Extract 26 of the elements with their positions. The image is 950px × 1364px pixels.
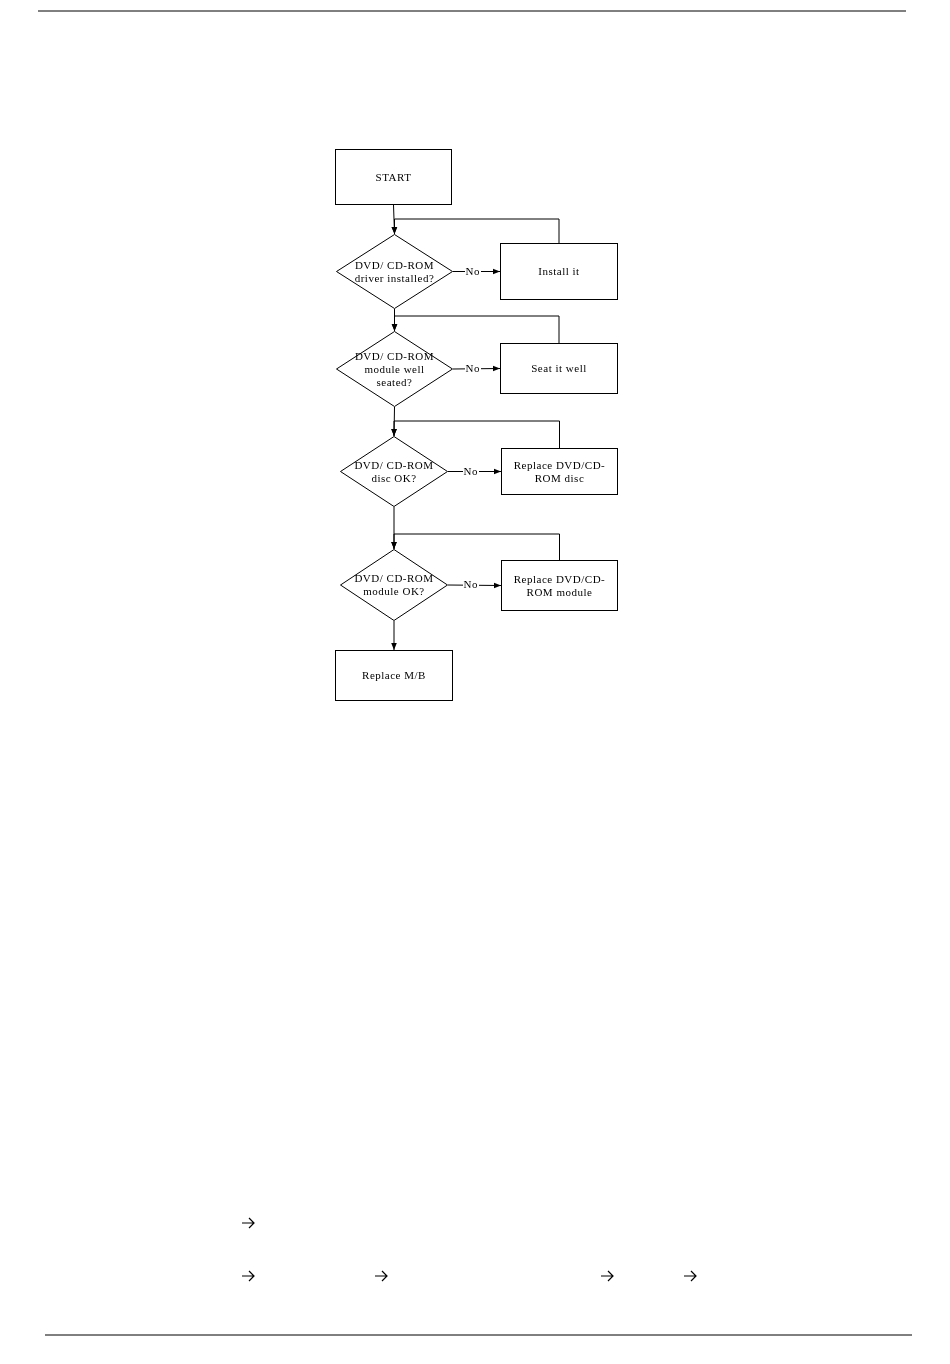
node-text: DVD/ CD-ROM disc OK? xyxy=(353,458,435,485)
node-text: START xyxy=(375,170,412,184)
arrow xyxy=(391,420,560,449)
process-box xyxy=(500,243,618,300)
process-box xyxy=(501,560,618,611)
process-box xyxy=(501,448,618,495)
node-text: Install it xyxy=(538,265,580,278)
node-text: DVD/ CD-ROM module OK? xyxy=(353,572,435,598)
decision-diamond xyxy=(336,234,453,309)
node-text: Replace DVD/CD-ROM disc xyxy=(512,458,607,485)
node-text: Replace DVD/CD-ROM module xyxy=(512,572,607,599)
decision-diamond xyxy=(340,549,448,621)
node-text: DVD/ CD-ROM driver installed? xyxy=(353,258,436,285)
decision-diamond xyxy=(336,331,453,407)
node-text: Replace M/B xyxy=(362,669,426,682)
edge-label: No xyxy=(462,578,479,591)
node-text: Seat it well xyxy=(531,362,587,375)
node-text: DVD/ CD-ROM module well seated? xyxy=(353,349,436,389)
process-box xyxy=(335,650,453,701)
arrow xyxy=(391,218,560,244)
arrow xyxy=(391,620,397,651)
process-box xyxy=(335,149,452,205)
arrow xyxy=(391,533,560,561)
arrow xyxy=(391,315,560,344)
decision-diamond xyxy=(340,436,448,507)
process-box xyxy=(500,343,618,394)
